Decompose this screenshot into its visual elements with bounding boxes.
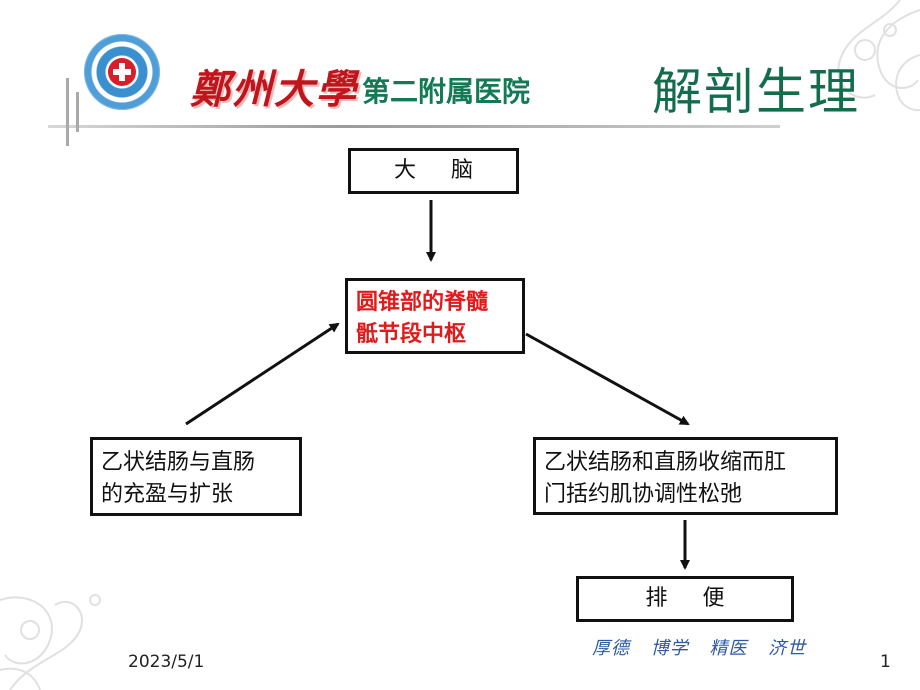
hospital-motto: 厚德 博学 精医 济世 <box>592 638 807 659</box>
slide-date: 2023/5/1 <box>128 652 205 672</box>
hospital-name: 第二附属医院 <box>362 75 531 108</box>
node-right-line2: 门括约肌协调性松弛 <box>544 482 743 507</box>
course-title: 解剖生理 <box>652 63 860 121</box>
slide-page-number: 1 <box>880 652 891 672</box>
node-defecation: 排 便 <box>576 576 794 622</box>
decorative-swirl-bottom-left <box>0 594 101 690</box>
node-right-line1: 乙状结肠和直肠收缩而肛 <box>544 450 787 475</box>
decorative-swirl-top-right <box>837 0 920 112</box>
node-left-line2: 的充盈与扩张 <box>101 482 234 507</box>
node-spinal-center-line1: 圆锥部的脊髓 <box>356 290 489 315</box>
node-brain: 大 脑 <box>348 148 519 194</box>
node-brain-label: 大 脑 <box>394 158 487 183</box>
hospital-logo <box>84 34 160 110</box>
arrow-center-to-right <box>525 332 690 426</box>
header-divider <box>48 125 780 128</box>
node-left-line1: 乙状结肠与直肠 <box>101 450 256 475</box>
node-defecation-label: 排 便 <box>645 586 739 611</box>
header-vertical-line-2 <box>76 92 79 132</box>
university-name: 鄭州大學 <box>190 66 358 113</box>
node-right-contraction: 乙状结肠和直肠收缩而肛 门括约肌协调性松弛 <box>533 437 838 515</box>
node-spinal-center-line2: 骶节段中枢 <box>356 322 467 347</box>
node-spinal-center: 圆锥部的脊髓 骶节段中枢 <box>345 278 525 354</box>
node-left-filling: 乙状结肠与直肠 的充盈与扩张 <box>90 437 302 516</box>
arrow-left-to-center <box>185 322 340 426</box>
header-vertical-line-1 <box>66 78 69 146</box>
red-cross-icon <box>108 58 136 86</box>
